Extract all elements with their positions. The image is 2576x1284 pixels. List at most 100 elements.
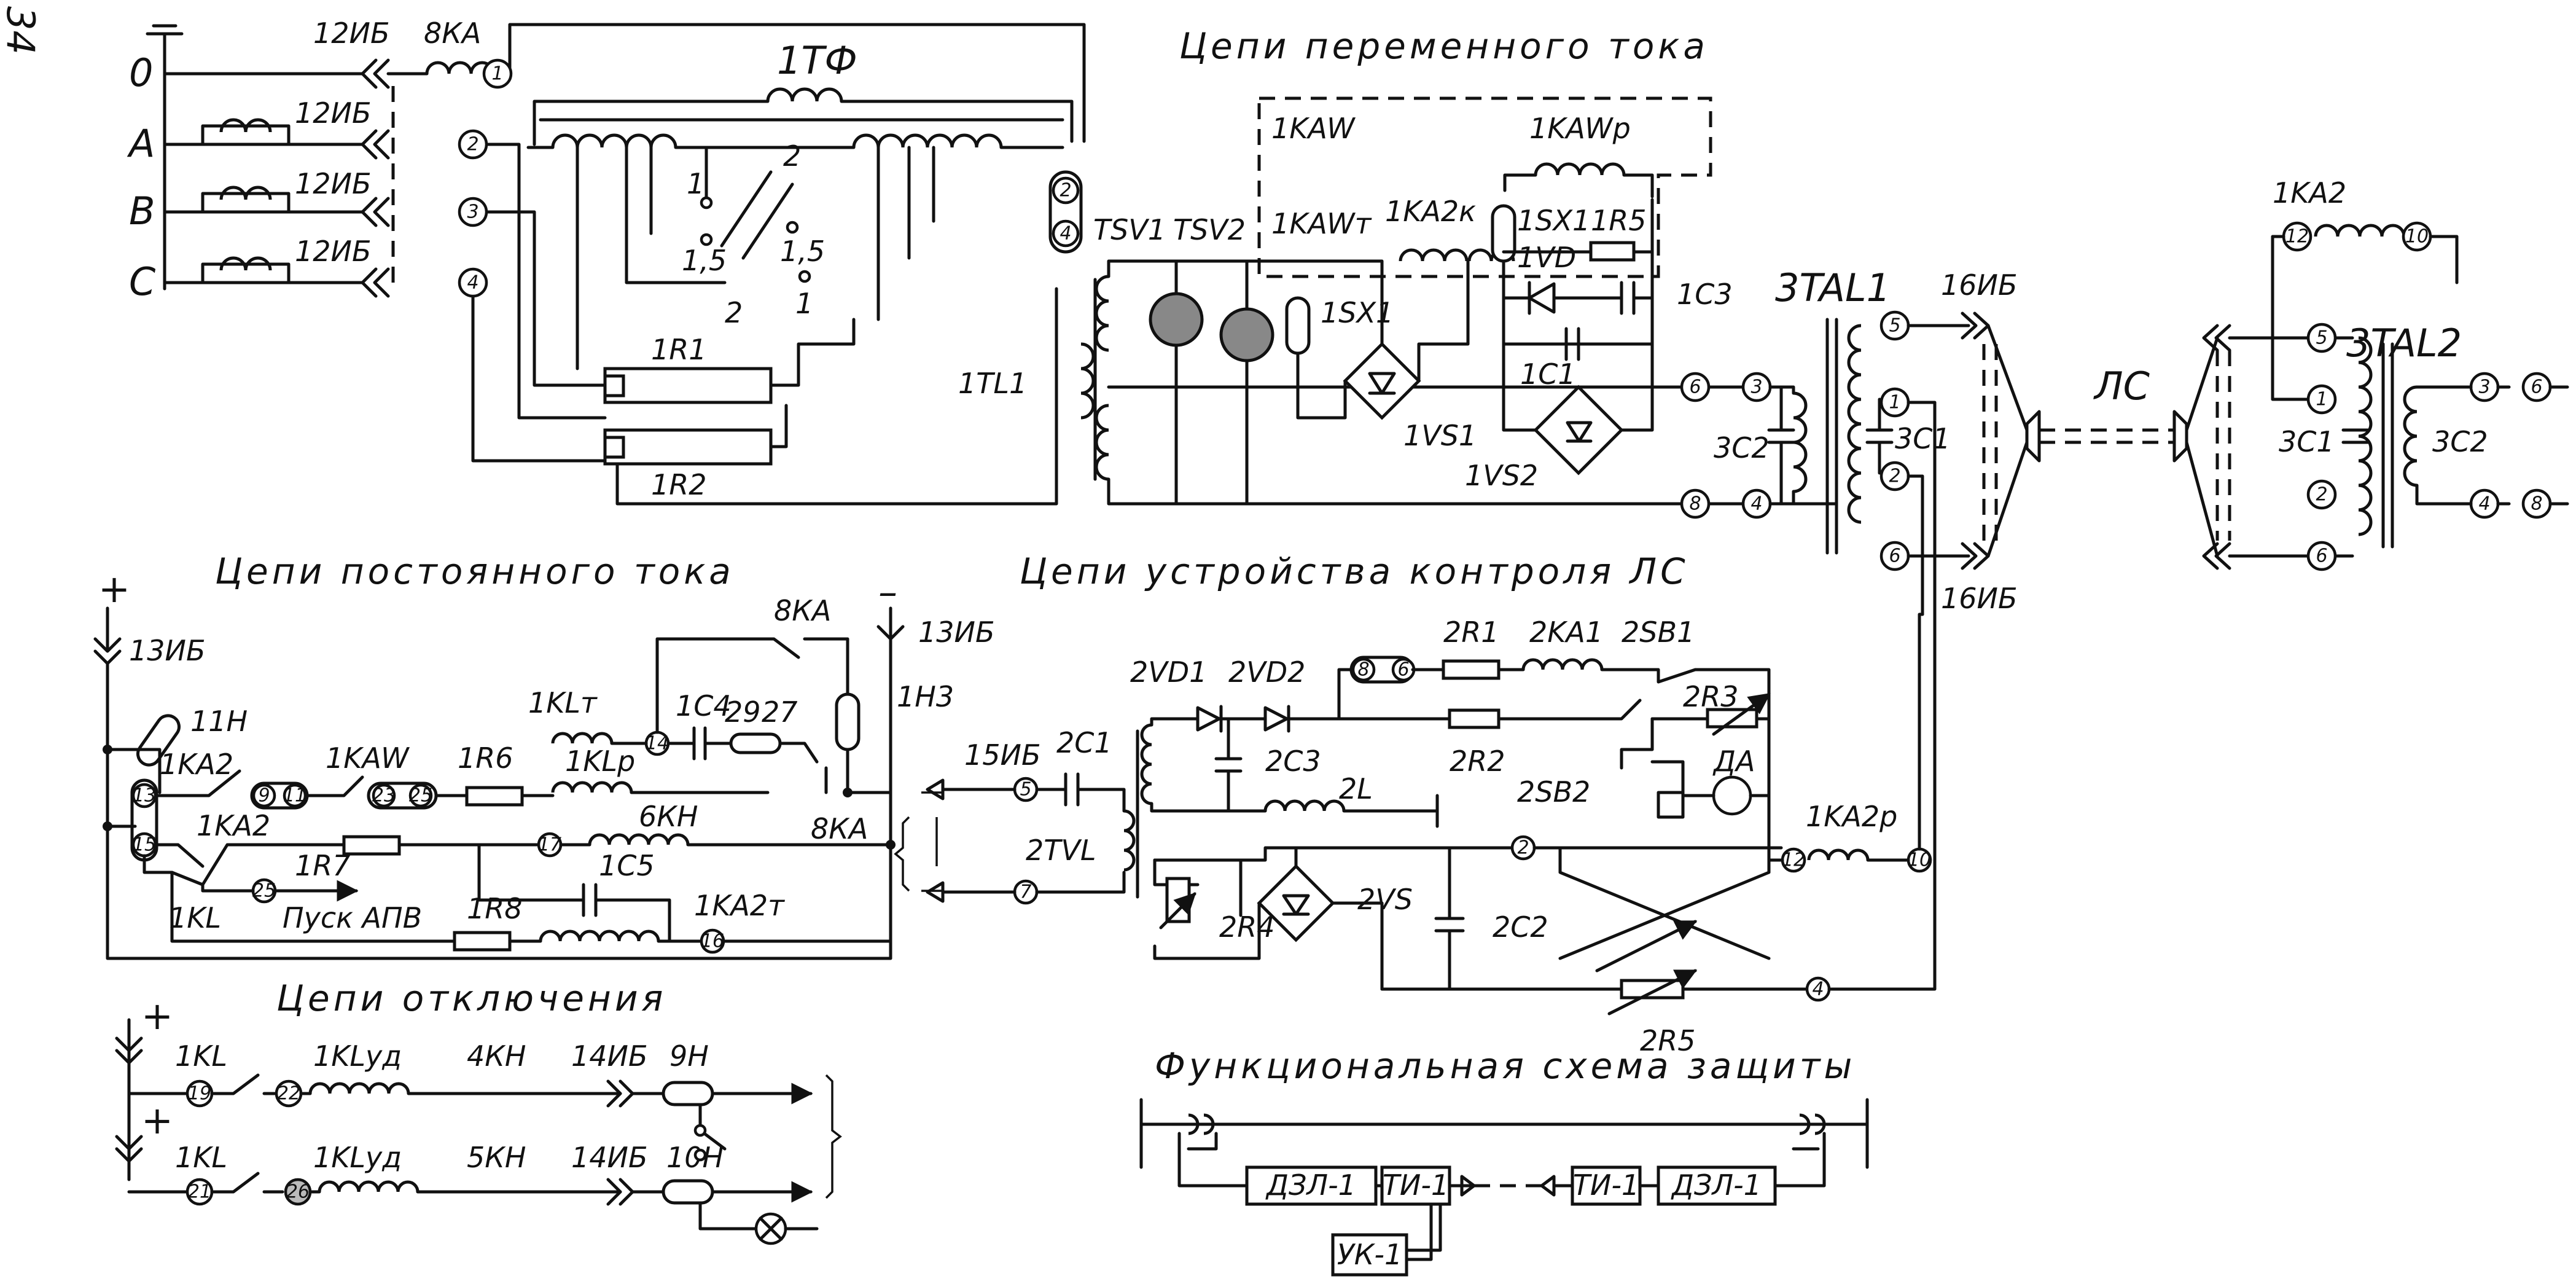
klp-label: 1KLр [565, 745, 635, 778]
l2-coil [1263, 799, 1346, 812]
vd21-label: 2VD1 [1130, 656, 1207, 689]
indicator-1h3 [835, 692, 861, 751]
tap-2-right: 2 [783, 139, 801, 173]
vd1-diode [1528, 282, 1556, 314]
svg-text:26: 26 [286, 1181, 310, 1203]
svg-text:3: 3 [2478, 377, 2490, 398]
ib12-c-label: 12ИБ [295, 235, 372, 268]
resistor-2r4 [1165, 877, 1191, 923]
dc-node-13: 13 [131, 783, 157, 808]
svg-text:1: 1 [491, 63, 503, 85]
svg-text:1: 1 [1889, 392, 1900, 413]
kawp-coil [1534, 162, 1626, 176]
r23-label: 2R3 [1683, 680, 1739, 713]
kl2-label: 1KL [175, 1141, 227, 1174]
svg-text:2: 2 [467, 134, 478, 155]
ac-node-4c: 4 [1741, 488, 1772, 519]
ib16b-label: 16ИБ [1941, 582, 2018, 615]
vd21-diode [1196, 705, 1223, 733]
svg-text:4: 4 [1751, 493, 1762, 515]
ka8-coil [425, 61, 495, 74]
indicator-11h [136, 714, 181, 767]
tap-1-left: 1 [687, 167, 704, 200]
trip-plus-1: + [141, 993, 173, 1038]
dc-node-9: 9 [252, 783, 276, 808]
ka2-coil [2314, 224, 2406, 237]
c3-capacitor [1620, 281, 1636, 315]
ac-node-5: 5 [1879, 310, 1910, 341]
resistor-2r3 [1706, 708, 1758, 729]
tl1-secondary-coil [1095, 275, 1109, 481]
lc-node-6: 6 [1391, 657, 1416, 682]
svg-text:6: 6 [1689, 377, 1701, 398]
svg-text:5: 5 [1020, 779, 1031, 801]
ti-left-label: ТИ-1 [1383, 1169, 1449, 1202]
uk-label: УК-1 [1337, 1238, 1403, 1271]
ct-coil-b [219, 186, 272, 200]
klt-label: 1KLт [528, 686, 598, 719]
ground-icon [146, 24, 184, 69]
ct-left-icon [1188, 1113, 1215, 1135]
tal2-secondary-coil [2403, 385, 2418, 487]
svg-text:7: 7 [1020, 882, 1031, 903]
lc-node-8: 8 [1351, 657, 1376, 682]
da-label: ДА [1712, 745, 1755, 778]
kawp-label: 1KAWр [1529, 112, 1631, 145]
page-number: 34 [0, 6, 43, 55]
svg-text:1: 1 [2316, 389, 2327, 410]
resistor-2r1 [1442, 659, 1501, 680]
svg-text:10: 10 [2405, 226, 2429, 248]
svg-text:4: 4 [1060, 223, 1071, 245]
terminal-29-label: 29 [725, 695, 761, 729]
svg-text:17: 17 [538, 834, 561, 856]
functional-scheme: ДЗЛ-1 ТИ-1 ТИ-1 ДЗЛ-1 УК-1 [1139, 1098, 1869, 1277]
vd1-label: 1VD [1517, 241, 1576, 274]
l2-label: 2L [1339, 772, 1373, 805]
ac-node-1b: 1 [1879, 387, 1910, 418]
ib16a-label: 16ИБ [1941, 268, 2018, 302]
klud2-coil [318, 1180, 420, 1192]
svg-text:4: 4 [2478, 493, 2490, 515]
ib13b-label: 13ИБ [918, 616, 995, 649]
vd22-diode [1263, 705, 1290, 733]
tl1-label: 1TL1 [958, 367, 1027, 400]
tal1-primary-coil [1793, 391, 1808, 493]
svg-text:3: 3 [1751, 377, 1762, 398]
c22-label: 2C2 [1493, 910, 1548, 944]
c4-capacitor [666, 726, 733, 761]
dc-node-11: 11 [283, 783, 307, 808]
dc-node-14: 14 [644, 730, 670, 756]
block-ti-right [1571, 1165, 1642, 1206]
ac-circuits: 0 A B C 12ИБ 12ИБ 12ИБ 12ИБ 8КА 1ТФ [127, 17, 2569, 616]
ac-node-4d: 4 [2469, 488, 2500, 519]
connector-12ib-b [361, 197, 390, 227]
svg-text:9: 9 [258, 785, 270, 807]
ib12-0-label: 12ИБ [313, 17, 390, 50]
dc-node-25b: 25 [251, 878, 277, 904]
c2-label: 3C2 [1714, 431, 1770, 464]
svg-text:2: 2 [1889, 466, 1900, 487]
svg-text:6: 6 [2316, 546, 2327, 567]
svg-text:3: 3 [467, 202, 478, 223]
ka21-label: 2KA1 [1529, 616, 1603, 649]
ac-node-6d: 6 [2521, 372, 2552, 402]
ct-right-icon [1799, 1113, 1826, 1135]
svg-text:5: 5 [2316, 327, 2327, 349]
lc-node-7: 7 [1013, 879, 1039, 905]
trip-node-21: 21 [185, 1178, 214, 1206]
svg-text:2: 2 [1060, 180, 1071, 202]
tsv2-lamp [1219, 307, 1274, 362]
svg-text:6: 6 [2531, 377, 2542, 398]
svg-text:6: 6 [1889, 546, 1900, 567]
lc-vs2-label: 2VS [1357, 883, 1413, 916]
dc-node-25: 25 [408, 783, 433, 808]
dzl-left-label: ДЗЛ-1 [1265, 1169, 1356, 1202]
sx1a-label: 1SX1 [1517, 204, 1590, 237]
svg-text:11: 11 [283, 785, 306, 807]
lc-node-12: 12 [1781, 847, 1806, 873]
resistor-ka2-path [342, 835, 401, 856]
klt-coil [551, 732, 614, 744]
kh6-coil [588, 833, 690, 845]
tap-selector [720, 170, 773, 248]
tf1-label: 1ТФ [777, 38, 857, 83]
